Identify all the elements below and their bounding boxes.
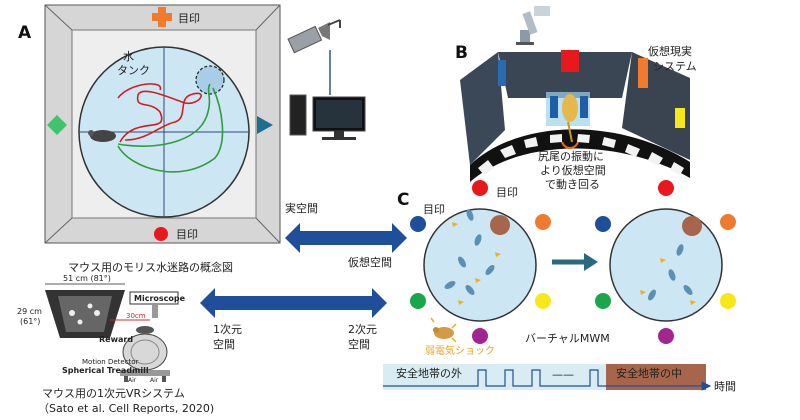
safe-inside-label: 安全地帯の中 xyxy=(616,366,682,380)
time-label: 時間 xyxy=(714,380,736,393)
vr-left-wheel xyxy=(550,96,558,118)
shock-timeline xyxy=(383,369,712,391)
vr-right-wheel xyxy=(580,96,588,118)
c-green-landmark xyxy=(410,293,426,309)
camera-icon xyxy=(287,19,341,95)
panel-b-label: B xyxy=(455,43,468,63)
arrow-real-virtual: 実空間 仮想空間 xyxy=(285,201,407,269)
mouse-shape xyxy=(90,130,116,142)
mouse-trail-right xyxy=(648,244,693,301)
red-path-loop xyxy=(117,83,162,99)
shock-marks-left xyxy=(452,222,501,305)
c-orange-landmark xyxy=(535,214,551,230)
real-space-label: 実空間 xyxy=(285,201,318,215)
hidden-platform xyxy=(195,65,225,95)
treadmill-caption-1: マウス用の1次元VRシステム xyxy=(42,386,185,400)
vr-orange-landmark xyxy=(638,58,648,88)
c2-red-landmark xyxy=(658,180,674,196)
vr-desc-3: で動き回る xyxy=(545,177,600,191)
vr-desc-1: 尻尾の振動に xyxy=(538,149,604,163)
safe-zone-right xyxy=(682,216,702,236)
mwm-arena-left xyxy=(423,208,537,322)
orange-cross-v xyxy=(158,7,166,27)
panel-a: A 目印 目印 水 タンク マウス用のモリス水迷路の概念図 xyxy=(18,4,366,274)
shock-mouse-icon xyxy=(430,317,457,343)
green-path-1 xyxy=(117,83,211,147)
vr-checker-floor xyxy=(470,129,690,182)
microscope-label: Microscope xyxy=(134,294,186,303)
c-landmark-label-left: 目印 xyxy=(423,203,445,216)
screen-height-label-2: (61°) xyxy=(20,317,40,326)
arrow-1d-2d: 1次元 空間 2次元 空間 xyxy=(200,288,387,351)
virtual-space-label: 仮想空間 xyxy=(348,255,392,269)
panel-c-label: C xyxy=(397,190,409,210)
computer-icon xyxy=(289,94,366,140)
landmark-label-bottom: 目印 xyxy=(176,228,198,241)
one-d-label-1: 1次元 xyxy=(213,322,242,336)
treadmill-mouse xyxy=(136,326,154,334)
vr-blue-landmark xyxy=(498,60,506,86)
vr-wall-back xyxy=(498,52,632,98)
landmark-label-top: 目印 xyxy=(178,12,200,25)
vr-mouse xyxy=(562,94,578,122)
panel-b: B 仮想現実 システム 尻尾の振動に より仮想空間 で動き回る xyxy=(455,6,697,191)
c2-green-landmark xyxy=(595,293,611,309)
robot-arm-icon xyxy=(516,6,550,45)
vr-yellow-landmark xyxy=(675,108,685,128)
two-d-label-2: 空間 xyxy=(348,337,370,351)
air-label-2: Air xyxy=(150,377,159,384)
shock-label: 弱電気ショック xyxy=(425,344,495,357)
shock-marks-right xyxy=(640,258,696,305)
c2-purple-landmark xyxy=(658,328,674,344)
air-label-1: Air xyxy=(128,377,137,384)
water-tank-label-1: 水 xyxy=(123,50,134,63)
one-d-label-2: 空間 xyxy=(213,337,235,351)
vr-red-landmark xyxy=(561,50,579,72)
mouse-trail-left xyxy=(444,209,495,295)
c2-blue-landmark xyxy=(595,216,611,232)
mwm-arena-right xyxy=(609,208,723,322)
panel-c: C 目印 目印 xyxy=(383,180,736,393)
red-circle-marker xyxy=(154,227,168,241)
timeline-dots: —— xyxy=(552,368,574,381)
two-d-label-1: 2次元 xyxy=(348,322,377,336)
vr-title-1: 仮想現実 xyxy=(648,44,692,58)
blue-triangle-icon xyxy=(257,116,273,134)
vr-desc-2: より仮想空間 xyxy=(540,163,606,177)
safe-outside-label: 安全地帯の外 xyxy=(396,366,462,380)
water-tank-label-2: タンク xyxy=(117,64,150,77)
red-path xyxy=(119,90,202,143)
safe-zone-left xyxy=(490,215,510,235)
vr-title-2: システム xyxy=(653,60,697,73)
vr-wall-left xyxy=(460,52,505,165)
motion-detector-label: Motion Detector xyxy=(82,358,139,366)
screen-width-label: 51 cm (81°) xyxy=(63,274,111,283)
virtual-mwm-label: バーチャルMWM xyxy=(525,332,610,345)
distance-label: 30cm xyxy=(126,312,146,320)
treadmill-caption-2: （Sato et al. Cell Reports, 2020) xyxy=(38,402,214,415)
c2-yellow-landmark xyxy=(720,293,736,309)
tail-vibration-icon xyxy=(561,141,579,149)
green-diamond-icon xyxy=(47,115,67,135)
green-path-2 xyxy=(117,87,224,173)
c2-orange-landmark xyxy=(720,214,736,230)
c-purple-landmark xyxy=(472,328,488,344)
reward-label: Reward xyxy=(99,335,133,344)
treadmill-diagram: 51 cm (81°) 29 cm (61°) Microscope 30cm … xyxy=(17,274,214,415)
spherical-treadmill-label: Spherical Treadmill xyxy=(62,366,149,375)
c-red-landmark xyxy=(472,180,488,196)
panel-a-label: A xyxy=(18,23,32,43)
c-yellow-landmark xyxy=(535,293,551,309)
c-landmark-label-top: 目印 xyxy=(496,186,518,199)
c-blue-landmark xyxy=(410,216,426,232)
panel-a-caption: マウス用のモリス水迷路の概念図 xyxy=(68,260,233,274)
screen-height-label-1: 29 cm xyxy=(17,307,42,316)
